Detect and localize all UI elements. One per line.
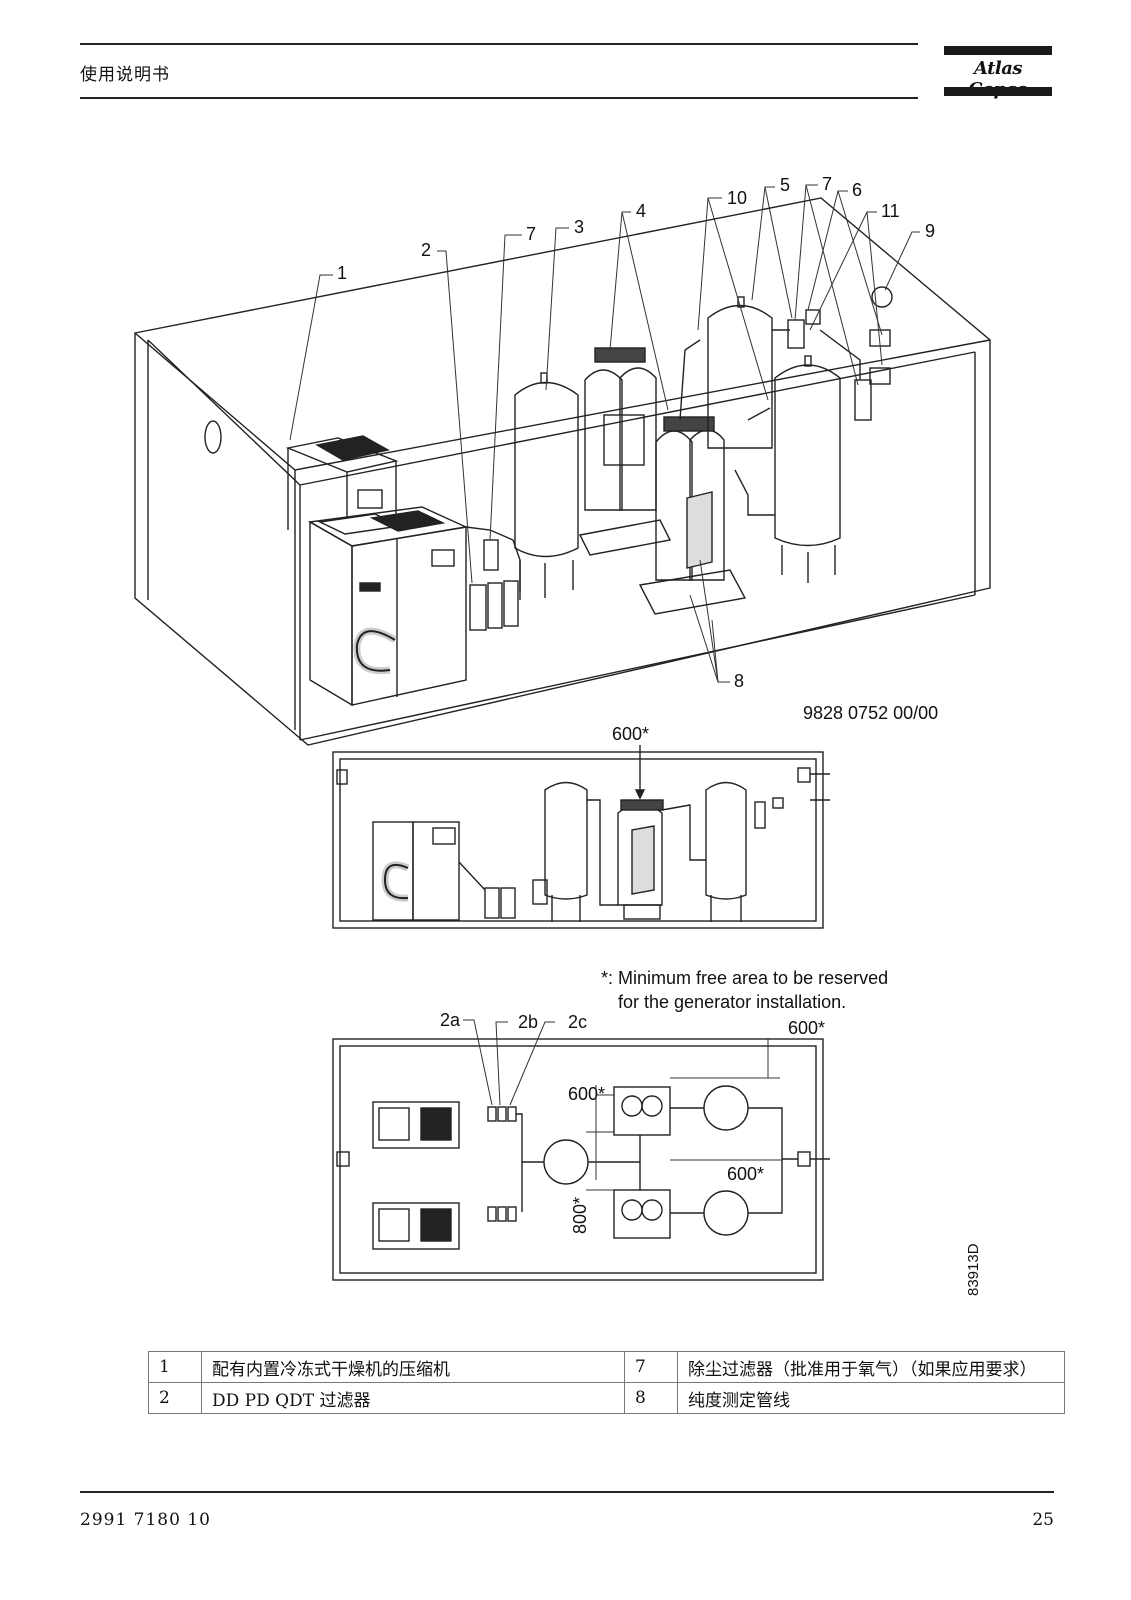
side-view-dimension: 600*	[612, 724, 650, 744]
header-bottom-rule	[80, 97, 918, 99]
side-view-equipment	[372, 745, 784, 922]
table-row: 2 DD PD QDT 过滤器 8 纯度测定管线	[148, 1382, 1065, 1414]
oxygen-receiver-back	[707, 296, 773, 449]
dimension-right: 600*	[727, 1164, 765, 1184]
header-title: 使用说明书	[80, 65, 170, 85]
legend-num: 7	[624, 1351, 678, 1383]
callout-10: 10	[727, 188, 748, 208]
callout-7-right: 7	[822, 174, 833, 194]
generator-back	[578, 347, 672, 556]
top-view-dimension-lines	[463, 1019, 782, 1191]
legend-text: 配有内置冷冻式干燥机的压缩机	[201, 1351, 625, 1383]
legend-table: 1 配有内置冷冻式干燥机的压缩机 7 除尘过滤器（批准用于氧气）（如果应用要求）…	[148, 1351, 1065, 1414]
side-view-outline	[332, 751, 830, 929]
compressor-units	[285, 435, 469, 707]
legend-text: DD PD QDT 过滤器	[201, 1382, 625, 1414]
legend-num: 2	[148, 1382, 202, 1414]
label-2b: 2b	[518, 1012, 539, 1032]
top-view-outline	[332, 1038, 830, 1281]
table-row: 1 配有内置冷冻式干燥机的压缩机 7 除尘过滤器（批准用于氧气）（如果应用要求）	[148, 1351, 1065, 1383]
callout-2: 2	[421, 240, 432, 260]
callout-9: 9	[925, 221, 936, 241]
callout-4: 4	[636, 201, 647, 221]
callout-7-left: 7	[526, 224, 537, 244]
legend-text: 纯度测定管线	[677, 1382, 1065, 1414]
legend-num: 1	[148, 1351, 202, 1383]
callout-11: 11	[881, 201, 900, 221]
filter-train	[465, 526, 521, 631]
note-line-1: *: Minimum free area to be reserved	[601, 968, 889, 988]
callout-1: 1	[337, 263, 348, 283]
note-line-2: for the generator installation.	[618, 992, 847, 1012]
callout-3: 3	[574, 217, 585, 237]
isometric-room-outline	[134, 197, 991, 746]
generator-front	[638, 416, 747, 615]
label-2c: 2c	[568, 1012, 588, 1032]
atlas-copco-logo: Atlas Copco	[944, 46, 1052, 100]
document-number: 2991 7180 10	[80, 1510, 211, 1530]
outlet-components	[679, 286, 893, 516]
air-receiver	[514, 372, 579, 598]
footer-rule	[80, 1491, 1054, 1493]
label-2a: 2a	[440, 1010, 461, 1030]
callout-leaders	[289, 184, 920, 683]
legend-num: 8	[624, 1382, 678, 1414]
callout-8: 8	[734, 671, 745, 691]
callout-6: 6	[852, 180, 863, 200]
page-number: 25	[1032, 1510, 1054, 1530]
figure-id: 83913D	[965, 1243, 982, 1296]
header-top-rule	[80, 43, 918, 45]
oxygen-receiver-front	[774, 355, 841, 583]
drawing-number: 9828 0752 00/00	[803, 703, 939, 723]
legend-text: 除尘过滤器（批准用于氧气）（如果应用要求）	[677, 1351, 1065, 1383]
dimension-top: 600*	[788, 1018, 826, 1038]
dimension-left: 600*	[568, 1084, 606, 1104]
top-view-equipment	[372, 1085, 798, 1250]
dimension-vertical: 800*	[570, 1196, 590, 1234]
callout-5: 5	[780, 175, 791, 195]
